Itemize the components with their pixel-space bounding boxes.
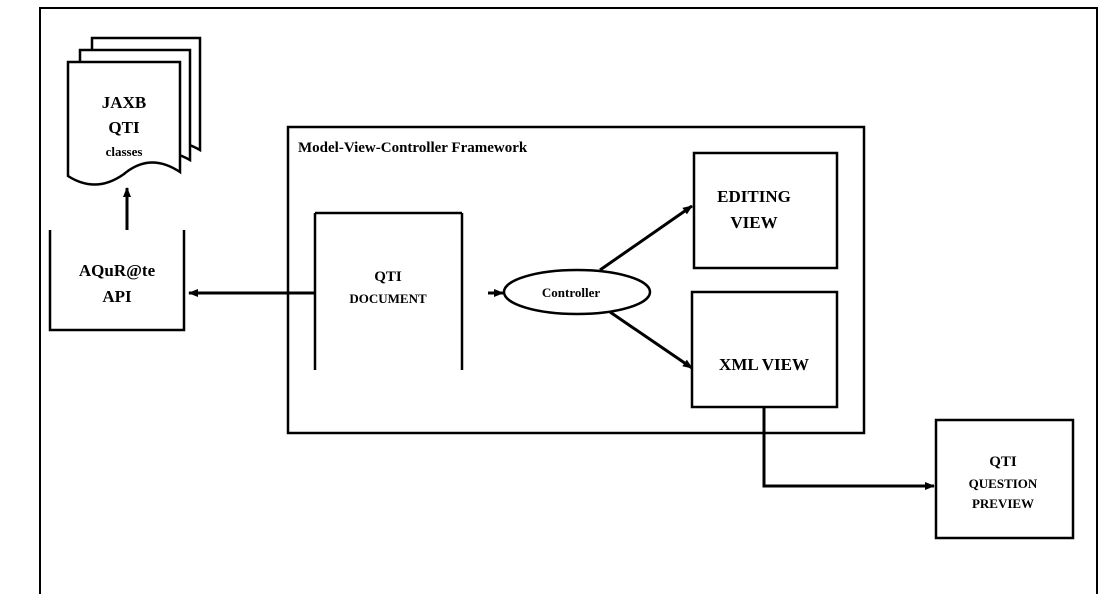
preview-line2: QUESTION bbox=[969, 476, 1038, 491]
preview-line3: PREVIEW bbox=[972, 496, 1034, 511]
arrow-controller-to-editing-view bbox=[599, 204, 693, 272]
mvc-framework-box: Model-View-Controller Framework bbox=[286, 125, 866, 435]
qti-document-line1: QTI bbox=[374, 269, 402, 285]
controller-ellipse: Controller bbox=[502, 268, 652, 316]
xml-view-label: XML VIEW bbox=[719, 355, 809, 374]
framework-title: Model-View-Controller Framework bbox=[298, 140, 528, 156]
controller-label: Controller bbox=[542, 285, 600, 300]
editing-view-line1: EDITING bbox=[717, 187, 791, 206]
editing-view-box: EDITING VIEW bbox=[692, 151, 839, 270]
qti-question-preview-box: QTI QUESTION PREVIEW bbox=[934, 418, 1075, 540]
arrow-controller-to-xml-view bbox=[609, 310, 693, 370]
jaxb-label-line2: QTI bbox=[108, 118, 140, 137]
editing-view-line2: VIEW bbox=[730, 213, 777, 232]
preview-line1: QTI bbox=[989, 454, 1017, 470]
jaxb-classes-document: JAXB QTI classes bbox=[66, 36, 202, 186]
jaxb-label-line1: JAXB bbox=[102, 93, 146, 112]
outer-frame bbox=[39, 7, 1098, 594]
aqurate-api-box: AQuR@te API bbox=[48, 230, 186, 332]
xml-view-box: XML VIEW bbox=[690, 290, 839, 409]
api-label-line1: AQuR@te bbox=[79, 261, 156, 280]
qti-document-box: QTI DOCUMENT bbox=[313, 211, 464, 370]
qti-document-line2: DOCUMENT bbox=[349, 291, 427, 306]
arrow-xml-view-to-preview bbox=[762, 407, 935, 490]
api-label-line2: API bbox=[102, 287, 132, 306]
jaxb-label-line3: classes bbox=[106, 144, 143, 159]
